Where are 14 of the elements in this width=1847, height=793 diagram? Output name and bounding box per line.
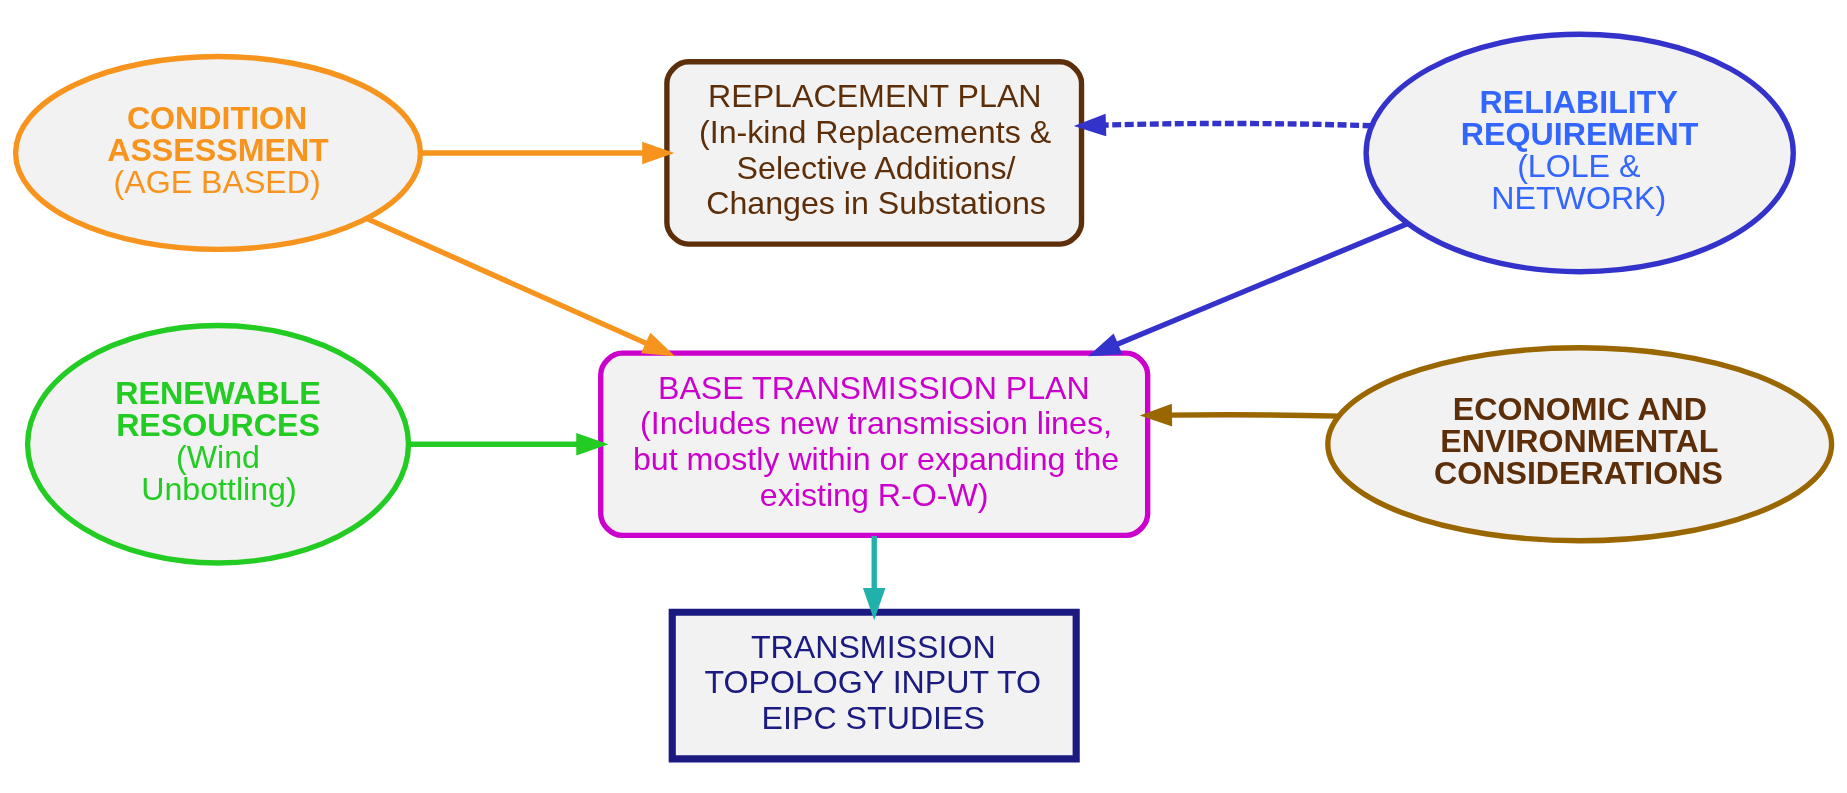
node-box: REPLACEMENT PLAN (In-kind Replacements & Selective Additions/ Changes in Substations: [664, 59, 1085, 247]
arrow: [1088, 221, 1409, 357]
arrow: [420, 141, 675, 165]
node-box: TRANSMISSION TOPOLOGY INPUT TO EIPC STUDIES: [668, 608, 1080, 763]
arrow: [1139, 403, 1340, 427]
node-ellipse: RELIABILITY REQUIREMENT (LOLE & NETWORK): [1363, 31, 1796, 275]
node-ellipse: ECONOMIC AND ENVIRONMENTAL CONSIDERATIONS: [1325, 345, 1835, 544]
node-ellipse: CONDITION ASSESSMENT (AGE BASED): [12, 53, 424, 253]
node-ellipse: RENEWABLE RESOURCES (Wind Unbottling): [24, 322, 412, 566]
arrow: [409, 433, 609, 456]
arrow: [862, 536, 886, 621]
arrow: [365, 215, 676, 357]
node-box: BASE TRANSMISSION PLAN (Includes new transmission lines, but mostly within or expanding the existing R-O-W): [598, 350, 1151, 539]
arrow: [1073, 113, 1372, 137]
